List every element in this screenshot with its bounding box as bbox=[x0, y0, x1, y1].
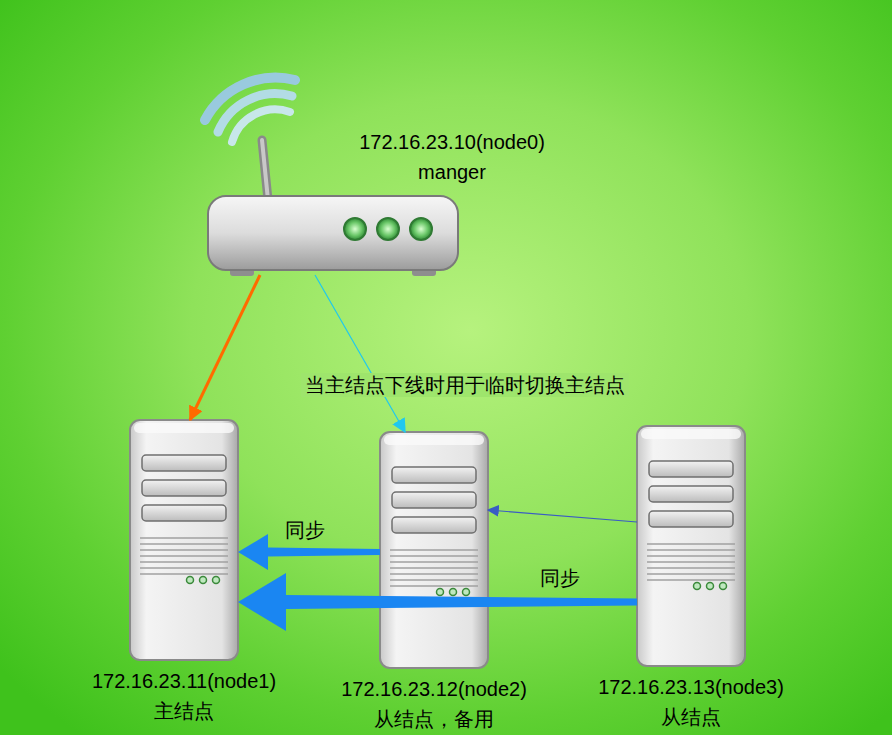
server-node: 172.16.23.13(node3)从结点 bbox=[637, 426, 745, 666]
ip-address: 172.16.23.10(node0) bbox=[332, 127, 572, 157]
ip-address: 172.16.23.11(node1) bbox=[92, 666, 276, 696]
device-label: 172.16.23.10(node0)manger bbox=[332, 127, 572, 187]
edge-label: 同步 bbox=[285, 518, 325, 542]
role-label: 从结点 bbox=[598, 702, 784, 732]
edge-label: 当主结点下线时用于临时切换主结点 bbox=[301, 373, 629, 397]
server-node: 172.16.23.11(node1)主结点 bbox=[130, 420, 238, 660]
role-label: 主结点 bbox=[92, 696, 276, 726]
role-label: 从结点，备用 bbox=[341, 704, 527, 734]
ip-address: 172.16.23.12(node2) bbox=[341, 674, 527, 704]
device-label: 172.16.23.13(node3)从结点 bbox=[598, 672, 784, 732]
server-node: 172.16.23.12(node2)从结点，备用 bbox=[380, 432, 488, 668]
server-icon bbox=[130, 420, 238, 660]
edge-label: 同步 bbox=[540, 566, 580, 590]
link-arrow bbox=[190, 275, 260, 420]
link-arrow bbox=[488, 510, 637, 522]
device-label: 172.16.23.11(node1)主结点 bbox=[92, 666, 276, 726]
role-label: manger bbox=[332, 157, 572, 187]
router-node: 172.16.23.10(node0)manger bbox=[207, 195, 460, 275]
ip-address: 172.16.23.13(node3) bbox=[598, 672, 784, 702]
server-icon bbox=[380, 432, 488, 668]
server-icon bbox=[637, 426, 745, 666]
link-arrow bbox=[315, 275, 405, 432]
device-label: 172.16.23.12(node2)从结点，备用 bbox=[341, 674, 527, 734]
